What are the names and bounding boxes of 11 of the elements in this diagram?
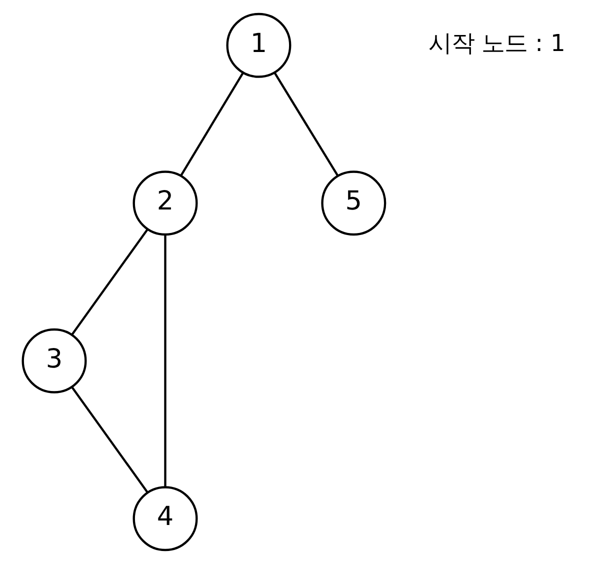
connector [71,386,148,493]
connector [164,234,166,487]
node-circle: 3 [22,328,87,394]
label: 시작 노드 : 1 [428,28,566,57]
connector [274,72,339,176]
node-circle: 4 [132,486,198,552]
node-circle: 5 [321,170,386,236]
node-circle: 2 [132,170,198,236]
connector [71,228,148,336]
node-circle: 1 [226,12,292,78]
connector [180,72,244,176]
